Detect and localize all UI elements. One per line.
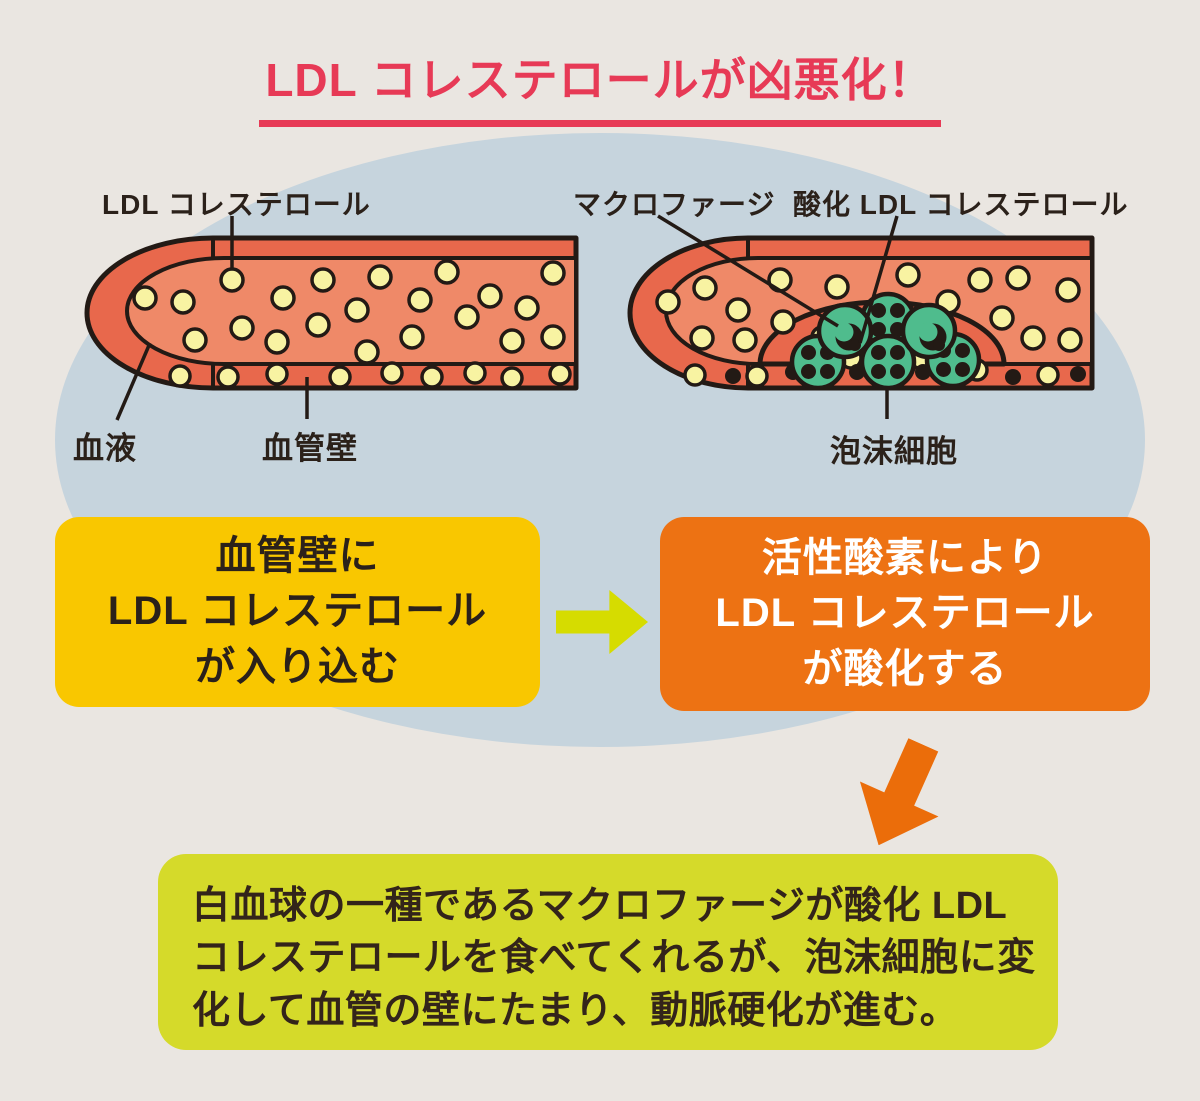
ldl-dot-in-wall xyxy=(745,364,769,388)
foam-cell-dot xyxy=(890,345,905,360)
ldl-dot-in-wall xyxy=(500,366,524,390)
foam-cell-dot xyxy=(890,364,905,379)
ldl-dot xyxy=(367,264,393,290)
ldl-dot xyxy=(219,267,245,293)
note-line1: 白血球の一種であるマクロファージが酸化 LDL xyxy=(192,885,1008,927)
ldl-dots-layer xyxy=(132,259,1086,390)
oxidized-ldl-dot xyxy=(1005,369,1021,385)
page-title: LDL コレステロールが凶悪化！ xyxy=(0,44,1200,127)
macrophage-eaten-ldl xyxy=(849,339,861,351)
ldl-dot xyxy=(407,287,433,313)
cells-layer xyxy=(789,291,982,391)
ldl-dot xyxy=(270,285,296,311)
foam-cell-dot xyxy=(801,364,816,379)
step1-box: 血管壁に LDL コレステロール が入り込む xyxy=(55,517,540,707)
pointer-lines xyxy=(115,214,899,421)
ldl-dot xyxy=(1055,277,1081,303)
step2-box: 活性酸素により LDL コレステロール が酸化する xyxy=(660,517,1150,711)
foam-cell-dot xyxy=(890,303,905,318)
step1-line2: LDL コレステロール xyxy=(107,589,488,634)
step2-line3: が酸化する xyxy=(802,646,1008,691)
ldl-dot xyxy=(770,309,796,335)
note-line3: 化して血管の壁にたまり、動脈硬化が進む。 xyxy=(192,989,959,1032)
macrophage-cell xyxy=(900,302,958,360)
ldl-dot xyxy=(655,289,681,315)
ldl-dot-in-wall xyxy=(548,362,572,386)
ldl-dot xyxy=(692,275,718,301)
oxidized-ldl-dot xyxy=(1070,366,1086,382)
ldl-dot xyxy=(1020,325,1046,351)
macrophage-crescent-cut xyxy=(834,322,854,342)
foam-cell-dot xyxy=(871,303,886,318)
ldl-dot xyxy=(182,327,208,353)
ldl-dot-in-wall xyxy=(420,365,444,389)
foam-cell-dot xyxy=(955,343,970,358)
ldl-dot-in-wall xyxy=(463,361,487,385)
label-ldl-cholesterol: LDL コレステロール xyxy=(102,189,371,220)
ldl-dot xyxy=(454,304,480,330)
foam-cell-dot xyxy=(820,364,835,379)
oxidized-ldl-dot xyxy=(725,368,741,384)
ldl-dot xyxy=(967,267,993,293)
ldl-dot xyxy=(354,339,380,365)
ldl-dot xyxy=(824,274,850,300)
ldl-dot xyxy=(499,328,525,354)
ldl-dot xyxy=(434,259,460,285)
macrophage-crescent-cut xyxy=(918,322,938,342)
ldl-dot xyxy=(477,283,503,309)
ldl-dot-in-wall xyxy=(328,365,352,389)
ldl-dot xyxy=(989,305,1015,331)
macrophage-eaten-ldl xyxy=(933,339,945,351)
step2-line1: 活性酸素により xyxy=(761,536,1049,581)
foam-cell-dot xyxy=(871,322,886,337)
foam-cell-dot xyxy=(871,345,886,360)
ldl-dot xyxy=(344,297,370,323)
foam-cell-dot xyxy=(801,345,816,360)
blood-pointer-line xyxy=(115,342,152,421)
foam-cell-dot xyxy=(936,362,951,377)
label-vessel-wall: 血管壁 xyxy=(262,431,358,466)
ldl-dot-in-wall xyxy=(216,365,240,389)
page-title-text: LDL コレステロールが凶悪化！ xyxy=(259,44,941,127)
ldl-dot xyxy=(264,329,290,355)
macrophage-pointer-line xyxy=(657,214,839,328)
ldl-dot xyxy=(305,312,331,338)
ldl-dot xyxy=(540,324,566,350)
foam-cell-dot xyxy=(955,362,970,377)
note-box: 白血球の一種であるマクロファージが酸化 LDL コレステロールを食べてくれるが、… xyxy=(158,854,1058,1050)
ldl-dot xyxy=(170,289,196,315)
ldl-dot-in-wall xyxy=(265,362,289,386)
ldl-dot-in-wall xyxy=(168,364,192,388)
label-blood: 血液 xyxy=(73,431,137,466)
ldl-dot xyxy=(132,285,158,311)
ldl-dot-in-wall xyxy=(1036,363,1060,387)
label-foam-cell: 泡沫細胞 xyxy=(830,434,958,469)
ldl-dot xyxy=(895,262,921,288)
label-macrophage: マクロファージ xyxy=(573,189,776,220)
ldl-dot xyxy=(725,297,751,323)
oxidized-ldl-pointer-line xyxy=(858,215,899,344)
ldl-dot xyxy=(540,260,566,286)
left-vessel xyxy=(84,235,579,391)
step1-line3: が入り込む xyxy=(195,644,400,689)
ldl-dot xyxy=(399,324,425,350)
ldl-dot xyxy=(732,327,758,353)
step2-line2: LDL コレステロール xyxy=(715,591,1095,636)
note-line2: コレステロールを食べてくれるが、泡沫細胞に変 xyxy=(192,937,1036,980)
foam-cell xyxy=(859,333,917,391)
ldl-dot xyxy=(310,267,336,293)
ldl-dot xyxy=(229,315,255,341)
ldl-dot-in-wall xyxy=(683,363,707,387)
ldl-dot xyxy=(1005,265,1031,291)
ldl-dot-in-wall xyxy=(380,361,404,385)
label-oxidized-ldl: 酸化 LDL コレステロール xyxy=(793,189,1129,220)
step1-line1: 血管壁に xyxy=(215,534,380,579)
macrophage-cell xyxy=(816,302,874,360)
ldl-dot xyxy=(514,295,540,321)
ldl-dot xyxy=(1057,327,1083,353)
ldl-dot xyxy=(689,325,715,351)
foam-cell-dot xyxy=(871,364,886,379)
